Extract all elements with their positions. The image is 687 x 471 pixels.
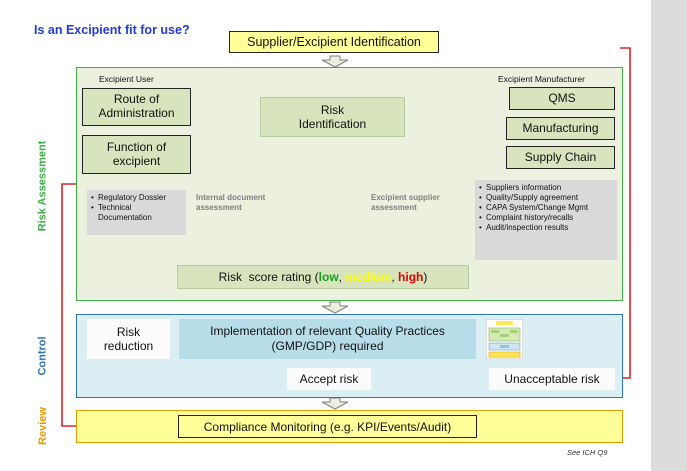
route-line-1: Route of — [113, 92, 160, 107]
list-item: Quality/Supply agreement — [479, 193, 613, 203]
arrow-assessment-to-control — [321, 301, 349, 314]
qms-box: QMS — [509, 87, 615, 110]
supplier-assessment-line-2: assessment — [371, 202, 417, 212]
risk-identification-line-2: Identification — [298, 117, 367, 131]
excipient-user-heading: Excipient User — [99, 74, 154, 84]
score-sep-2: , — [391, 269, 399, 284]
user-documents-list: Regulatory Dossier Technical Documentati… — [87, 190, 186, 235]
supplier-assessment-line-1: Excipient supplier — [371, 193, 440, 202]
list-item: Complaint history/recalls — [479, 213, 613, 223]
list-item: CAPA System/Change Mgmt — [479, 203, 613, 213]
flowchart-thumbnail-icon — [486, 319, 523, 359]
risk-identification-box: Risk Identification — [260, 97, 405, 137]
risk-assessment-label: Risk Assessment — [35, 140, 48, 232]
review-label-wrap: Review — [8, 407, 78, 445]
route-of-administration-box: Route of Administration — [82, 88, 191, 126]
risk-identification-line-1: Risk — [320, 102, 345, 117]
function-line-2: excipient — [112, 153, 161, 168]
supplier-identification-box: Supplier/Excipient Identification — [229, 31, 439, 53]
control-label-wrap: Control — [8, 336, 78, 375]
unacceptable-loop-line — [620, 47, 631, 379]
footnote: See ICH Q9 — [567, 448, 608, 457]
compliance-monitoring-box: Compliance Monitoring (e.g. KPI/Events/A… — [178, 415, 477, 438]
review-loop-line — [61, 183, 76, 427]
function-line-1: Function of — [106, 139, 167, 154]
excipient-manufacturer-heading: Excipient Manufacturer — [498, 74, 585, 84]
list-item: Technical Documentation — [91, 203, 182, 223]
list-item: Audit/inspection results — [479, 223, 613, 233]
list-item: Regulatory Dossier — [91, 193, 182, 203]
internal-assessment-label: Internal document assessment — [196, 193, 288, 212]
unacceptable-risk-box: Unacceptable risk — [489, 368, 615, 390]
manufacturing-box: Manufacturing — [506, 117, 615, 140]
score-medium: medium — [345, 269, 392, 284]
route-line-2: Administration — [98, 106, 175, 120]
function-of-excipient-box: Function of excipient — [82, 135, 191, 174]
supply-chain-box: Supply Chain — [506, 146, 615, 169]
risk-reduction-line-2: reduction — [103, 339, 154, 353]
score-prefix: Risk score rating ( — [218, 269, 319, 284]
quality-practices-line-2: (GMP/GDP) required — [271, 339, 384, 353]
manufacturer-info-list: Suppliers information Quality/Supply agr… — [475, 180, 617, 260]
right-gray-strip — [651, 0, 687, 471]
supplier-assessment-label: Excipient supplier assessment — [371, 193, 466, 212]
quality-practices-line-1: Implementation of relevant Quality Pract… — [210, 324, 445, 338]
risk-reduction-line-1: Risk — [116, 324, 141, 339]
internal-assessment-line-1: Internal document — [196, 193, 266, 202]
score-suffix: ) — [423, 269, 428, 284]
accept-risk-box: Accept risk — [287, 368, 371, 390]
internal-assessment-line-2: assessment — [196, 202, 242, 212]
risk-score-rating-box: Risk score rating ( low , medium , high … — [177, 265, 469, 289]
arrow-id-to-assessment — [321, 55, 349, 68]
arrow-control-to-review — [321, 397, 349, 410]
score-sep-1: , — [338, 269, 346, 284]
risk-reduction-box: Risk reduction — [87, 319, 170, 359]
list-item: Suppliers information — [479, 183, 613, 193]
score-low: low — [318, 269, 339, 284]
score-high: high — [398, 269, 424, 284]
quality-practices-box: Implementation of relevant Quality Pract… — [179, 319, 476, 359]
page-title: Is an Excipient fit for use? — [34, 23, 190, 37]
review-label: Review — [36, 407, 49, 445]
risk-assessment-label-wrap: Risk Assessment — [0, 141, 92, 232]
control-label: Control — [36, 336, 49, 376]
